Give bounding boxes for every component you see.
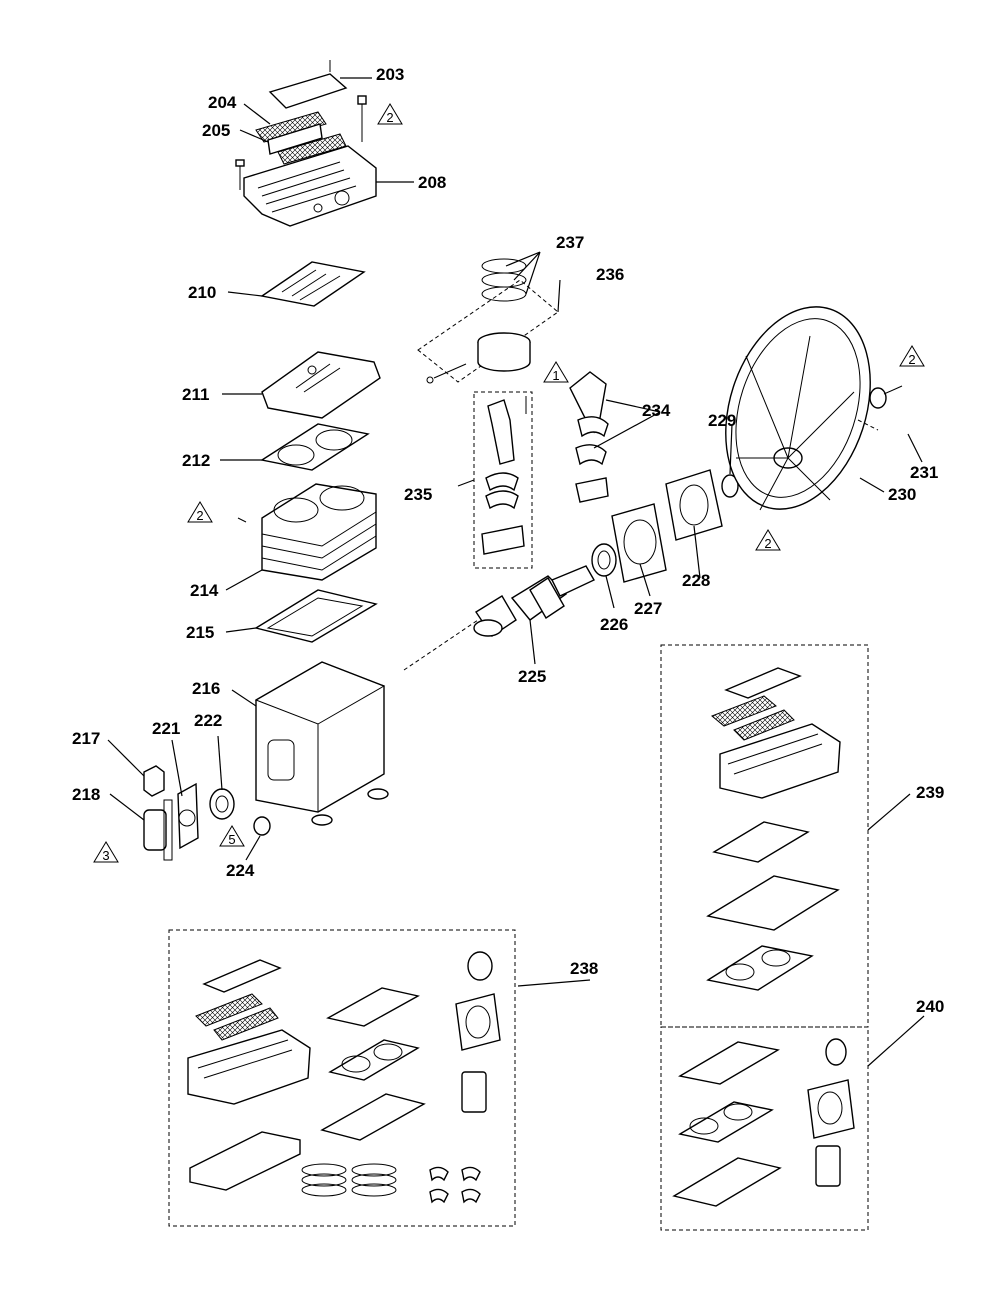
label-214: 214 [190, 581, 219, 600]
cover-plate [268, 73, 348, 109]
cover-gasket-221 [177, 782, 199, 850]
label-226: 226 [600, 615, 628, 634]
bearing-gasket-227 [611, 503, 667, 583]
kit-239 [660, 644, 869, 1028]
piston-rings-237 [481, 258, 527, 302]
valve-plate-211 [261, 351, 381, 419]
oil-seal-229 [721, 474, 739, 498]
note-triangle-b: 1 [543, 361, 569, 383]
label-239: 239 [916, 783, 944, 802]
drain-plug-224 [253, 816, 271, 836]
label-227: 227 [634, 599, 662, 618]
crankshaft-225 [403, 565, 595, 671]
label-231: 231 [910, 463, 938, 482]
cylinder-214 [237, 483, 377, 581]
label-240: 240 [916, 997, 944, 1016]
filter-mesh-a [255, 111, 327, 143]
label-203: 203 [376, 65, 404, 84]
head-gasket-212 [260, 423, 370, 471]
label-230: 230 [888, 485, 916, 504]
label-210: 210 [188, 283, 216, 302]
label-238: 238 [570, 959, 598, 978]
label-222: 222 [194, 711, 222, 730]
note-triangle-g: 3 [93, 841, 119, 863]
label-221: 221 [152, 719, 180, 738]
cylinder-gasket-215 [254, 589, 378, 643]
valve-gasket-210 [260, 261, 366, 307]
note-triangle-d: 2 [187, 501, 213, 523]
label-215: 215 [186, 623, 214, 642]
note-triangle-f: 5 [219, 825, 245, 847]
piston-236 [417, 279, 559, 384]
label-217: 217 [72, 729, 100, 748]
label-229: 229 [708, 411, 736, 430]
kit-238 [168, 929, 516, 1227]
label-225: 225 [518, 667, 546, 686]
label-211: 211 [182, 385, 209, 404]
label-236: 236 [596, 265, 624, 284]
callout-labels: 203 204 205 208 210 211 212 214 215 216 … [72, 65, 944, 1016]
leader-lines [107, 77, 925, 1067]
note-triangle-a: 2 [377, 103, 403, 125]
svg-text:2: 2 [764, 536, 771, 551]
svg-text:3: 3 [102, 848, 109, 863]
svg-text:2: 2 [386, 110, 393, 125]
connecting-rod-234 [569, 371, 609, 503]
note-triangle-e: 2 [755, 529, 781, 551]
breather-217 [143, 765, 165, 797]
note-triangle-c: 2 [899, 345, 925, 367]
label-216: 216 [192, 679, 220, 698]
label-224: 224 [226, 861, 255, 880]
bearing-housing-228 [665, 469, 723, 541]
kit-240 [660, 1026, 869, 1231]
label-237: 237 [556, 233, 584, 252]
svg-text:1: 1 [552, 368, 559, 383]
label-234: 234 [642, 401, 671, 420]
svg-text:5: 5 [228, 832, 235, 847]
bearing-226 [591, 543, 617, 577]
label-218: 218 [72, 785, 100, 804]
cylinder-head-group [235, 60, 377, 227]
label-228: 228 [682, 571, 710, 590]
label-205: 205 [202, 121, 230, 140]
flywheel-230 [725, 306, 903, 511]
head-body [243, 145, 377, 227]
bearing-222 [209, 788, 235, 820]
svg-text:2: 2 [908, 352, 915, 367]
sight-glass-218 [143, 799, 173, 861]
crankcase-216 [254, 661, 389, 826]
svg-text:2: 2 [196, 508, 203, 523]
filter-block [267, 123, 323, 155]
label-212: 212 [182, 451, 210, 470]
connecting-rod-235 [473, 391, 533, 569]
label-204: 204 [208, 93, 237, 112]
label-235: 235 [404, 485, 432, 504]
label-208: 208 [418, 173, 446, 192]
